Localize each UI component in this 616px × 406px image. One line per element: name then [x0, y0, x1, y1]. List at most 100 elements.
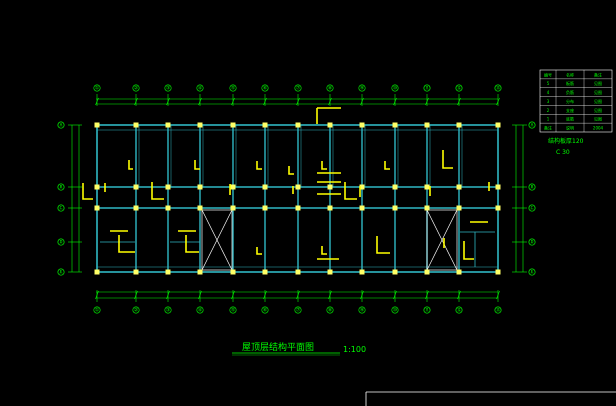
rebar	[376, 236, 390, 254]
column	[133, 122, 139, 128]
legend-cell: 见图	[594, 98, 602, 104]
legend-note-2: C 30	[556, 149, 570, 156]
drawing-title: 屋顶层结构平面图	[242, 341, 314, 353]
axis-label: ⑪	[424, 85, 429, 92]
column	[392, 184, 398, 190]
rebar	[442, 150, 453, 169]
legend-note-1: 结构板厚120	[548, 137, 584, 145]
legend-cell: 见图	[594, 80, 602, 86]
axis-bubble	[294, 84, 302, 92]
column	[165, 205, 171, 211]
axis-bubble	[326, 306, 334, 314]
axis-label: ②	[134, 308, 139, 314]
axis-bubble	[528, 121, 536, 129]
column	[424, 269, 430, 275]
column	[495, 269, 501, 275]
axis-label: ⑫	[456, 307, 461, 314]
legend-cell: 3	[547, 99, 550, 104]
axis-label: Ⓐ	[58, 122, 63, 129]
column	[262, 184, 268, 190]
column	[197, 269, 203, 275]
axis-bubble	[57, 268, 65, 276]
axis-bubble	[455, 84, 463, 92]
axis-bubble	[423, 84, 431, 92]
axis-bubble	[164, 84, 172, 92]
rebar	[118, 235, 135, 253]
column	[197, 184, 203, 190]
axis-bubble	[196, 306, 204, 314]
axis-label: Ⓓ	[529, 239, 534, 246]
rebar	[321, 161, 327, 170]
column	[327, 205, 333, 211]
column	[230, 122, 236, 128]
column	[424, 122, 430, 128]
column	[295, 122, 301, 128]
axis-label: ④	[198, 86, 203, 92]
drawing-scale: 1:100	[343, 345, 366, 354]
axis-label: ⑥	[263, 86, 268, 92]
axis-bubble	[494, 306, 502, 314]
column	[327, 184, 333, 190]
axis-label: ①	[95, 86, 100, 92]
column	[456, 184, 462, 190]
rebar-marks	[82, 107, 490, 260]
axis-bubble	[196, 84, 204, 92]
axis-label: ⑬	[495, 85, 500, 92]
legend-cell: 负筋	[566, 89, 574, 95]
rebar	[151, 182, 164, 200]
column	[392, 205, 398, 211]
axis-label: ⑤	[231, 86, 236, 92]
axis-label: ⑦	[296, 86, 301, 92]
axis-bubble	[261, 84, 269, 92]
rebar	[185, 235, 199, 253]
column	[133, 269, 139, 275]
column	[495, 122, 501, 128]
column	[359, 269, 365, 275]
column	[133, 205, 139, 211]
column	[262, 205, 268, 211]
column	[230, 269, 236, 275]
rebar	[194, 160, 200, 170]
legend-cell: 分布	[566, 98, 574, 104]
legend-cell: 底筋	[566, 116, 574, 122]
rebar	[256, 161, 262, 170]
rebar	[321, 246, 327, 255]
axis-label: ⑪	[424, 307, 429, 314]
axis-bubble	[229, 306, 237, 314]
column	[359, 184, 365, 190]
column	[327, 122, 333, 128]
axis-bubble	[294, 306, 302, 314]
column	[424, 184, 430, 190]
axis-bubble	[57, 121, 65, 129]
axis-bubble	[229, 84, 237, 92]
column	[392, 122, 398, 128]
axis-label: ②	[134, 86, 139, 92]
axis-label: ⑦	[296, 308, 301, 314]
column	[165, 269, 171, 275]
column	[230, 184, 236, 190]
axis-label: ③	[166, 86, 171, 92]
legend-cell: 备注	[544, 125, 552, 131]
axis-label: ④	[198, 308, 203, 314]
axis-bubble	[326, 84, 334, 92]
column	[197, 205, 203, 211]
axis-bubble	[455, 306, 463, 314]
legend-cell: 说明	[566, 125, 574, 131]
column	[94, 184, 100, 190]
axis-bubble	[164, 306, 172, 314]
legend-cell: 1	[547, 117, 550, 122]
column	[133, 184, 139, 190]
legend-cell: 2004	[593, 126, 604, 131]
legend-cell: 编号	[544, 71, 552, 77]
axis-label: Ⓐ	[529, 122, 534, 129]
axis-bubble	[358, 84, 366, 92]
rebar	[82, 183, 93, 200]
legend-cell: 5	[547, 81, 550, 86]
axis-label: ⑩	[393, 308, 398, 314]
axis-bubble	[528, 183, 536, 191]
legend-cell: 备注	[594, 71, 602, 77]
legend-cell: 支座	[566, 107, 574, 113]
axis-bubble	[132, 306, 140, 314]
